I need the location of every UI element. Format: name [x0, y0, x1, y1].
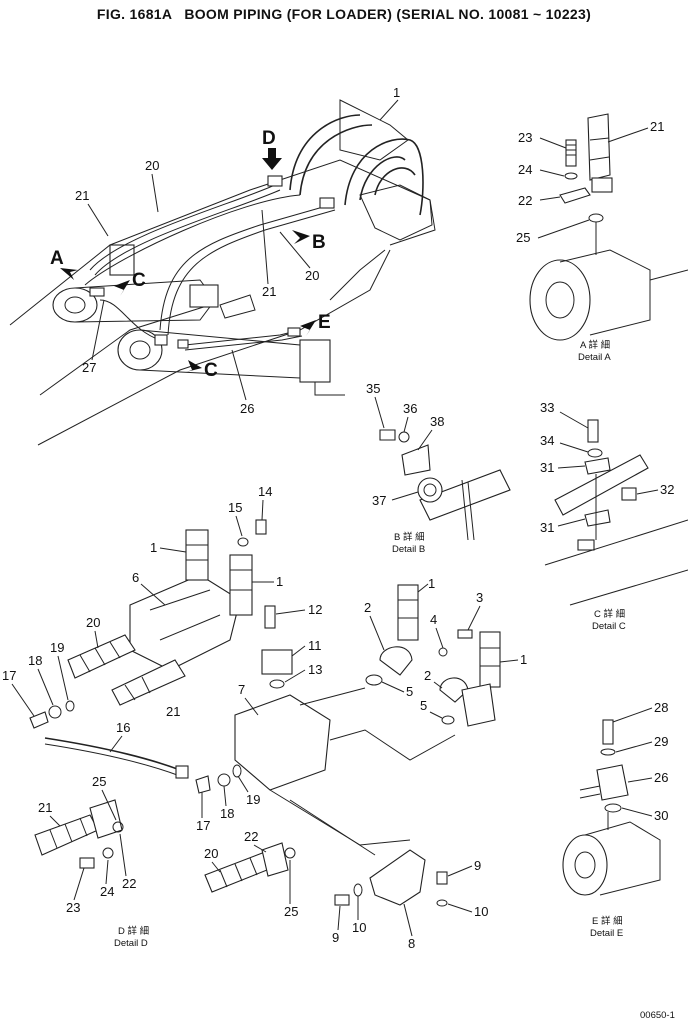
callout-26: 26 — [654, 770, 668, 785]
callout-25: 25 — [284, 904, 298, 919]
callout-29: 29 — [654, 734, 668, 749]
callout-19: 19 — [246, 792, 260, 807]
callout-11: 11 — [308, 638, 322, 653]
marker-c2: C — [204, 360, 218, 381]
callout-31: 31 — [540, 460, 554, 475]
callout-12: 12 — [308, 602, 322, 617]
callout-20: 20 — [86, 615, 100, 630]
callout-1: 1 — [276, 574, 283, 589]
callout-24: 24 — [518, 162, 532, 177]
marker-c: C — [132, 270, 146, 291]
callout-1: 1 — [150, 540, 157, 555]
callout-10: 10 — [352, 920, 366, 935]
callout-21: 21 — [262, 284, 276, 299]
callout-25: 25 — [516, 230, 530, 245]
marker-d: D — [262, 128, 276, 149]
callout-28: 28 — [654, 700, 668, 715]
callout-14: 14 — [258, 484, 272, 499]
marker-b: B — [312, 232, 326, 253]
loader-frame-overview — [9, 99, 436, 446]
callout-16: 16 — [116, 720, 130, 735]
caption-a-en: Detail A — [578, 352, 611, 363]
callout-9: 9 — [474, 858, 481, 873]
callout-21: 21 — [38, 800, 52, 815]
callout-1: 1 — [393, 85, 400, 100]
callout-38: 38 — [430, 414, 444, 429]
caption-e-jp: E 詳 細 — [592, 915, 623, 927]
hose-bundle-overview — [84, 114, 424, 351]
callout-20: 20 — [204, 846, 218, 861]
caption-b-en: Detail B — [392, 544, 425, 555]
callout-21: 21 — [650, 119, 664, 134]
callout-6: 6 — [132, 570, 139, 585]
caption-a-jp: A 詳 細 — [580, 339, 610, 351]
detail-c-drawing — [544, 419, 688, 606]
caption-b-jp: B 詳 細 — [394, 531, 425, 543]
detail-a-drawing — [529, 113, 688, 341]
callout-23: 23 — [518, 130, 532, 145]
callout-35: 35 — [366, 381, 380, 396]
callout-33: 33 — [540, 400, 554, 415]
callout-27: 27 — [82, 360, 96, 375]
callout-numbers: 1 20 21 20 21 27 26 21 20 23 24 22 21 25… — [2, 85, 674, 951]
callout-8: 8 — [408, 936, 415, 951]
callout-34: 34 — [540, 433, 554, 448]
caption-d-jp: D 詳 細 — [118, 925, 149, 937]
callout-2: 2 — [364, 600, 371, 615]
callout-10: 10 — [474, 904, 488, 919]
caption-e-en: Detail E — [590, 928, 623, 939]
callout-17: 17 — [196, 818, 210, 833]
caption-d-en: Detail D — [114, 938, 148, 949]
callout-4: 4 — [430, 612, 437, 627]
callout-22: 22 — [518, 193, 532, 208]
callout-22: 22 — [244, 829, 258, 844]
detail-markers: A B C D E C — [50, 128, 331, 381]
callout-18: 18 — [28, 653, 42, 668]
callout-21: 21 — [75, 188, 89, 203]
callout-5: 5 — [420, 698, 427, 713]
callout-15: 15 — [228, 500, 242, 515]
marker-e: E — [318, 312, 331, 333]
callout-22: 22 — [122, 876, 136, 891]
callout-26: 26 — [240, 401, 254, 416]
marker-a: A — [50, 248, 64, 269]
detail-b-drawing — [379, 429, 511, 541]
callout-24: 24 — [100, 884, 114, 899]
callout-3: 3 — [476, 590, 483, 605]
caption-c-en: Detail C — [592, 621, 626, 632]
callout-5: 5 — [406, 684, 413, 699]
callout-31: 31 — [540, 520, 554, 535]
callout-32: 32 — [660, 482, 674, 497]
callout-13: 13 — [308, 662, 322, 677]
callout-36: 36 — [403, 401, 417, 416]
callout-2: 2 — [424, 668, 431, 683]
callout-37: 37 — [372, 493, 386, 508]
detail-d-drawing — [29, 519, 501, 907]
callout-23: 23 — [66, 900, 80, 915]
callout-17: 17 — [2, 668, 16, 683]
callout-1: 1 — [520, 652, 527, 667]
footer-code: 00650-1 — [640, 1010, 675, 1020]
callout-9: 9 — [332, 930, 339, 945]
callout-19: 19 — [50, 640, 64, 655]
callout-21: 21 — [166, 704, 180, 719]
callout-1: 1 — [428, 576, 435, 591]
callout-20: 20 — [305, 268, 319, 283]
detail-e-drawing — [562, 719, 661, 896]
callout-20: 20 — [145, 158, 159, 173]
callout-30: 30 — [654, 808, 668, 823]
caption-c-jp: C 詳 細 — [594, 608, 625, 620]
callout-18: 18 — [220, 806, 234, 821]
detail-captions: A 詳 細 Detail A B 詳 細 Detail B C 詳 細 Deta… — [114, 339, 626, 949]
callout-7: 7 — [238, 682, 245, 697]
callout-25: 25 — [92, 774, 106, 789]
figure-title: FIG. 1681A BOOM PIPING (FOR LOADER) (SER… — [96, 6, 592, 22]
